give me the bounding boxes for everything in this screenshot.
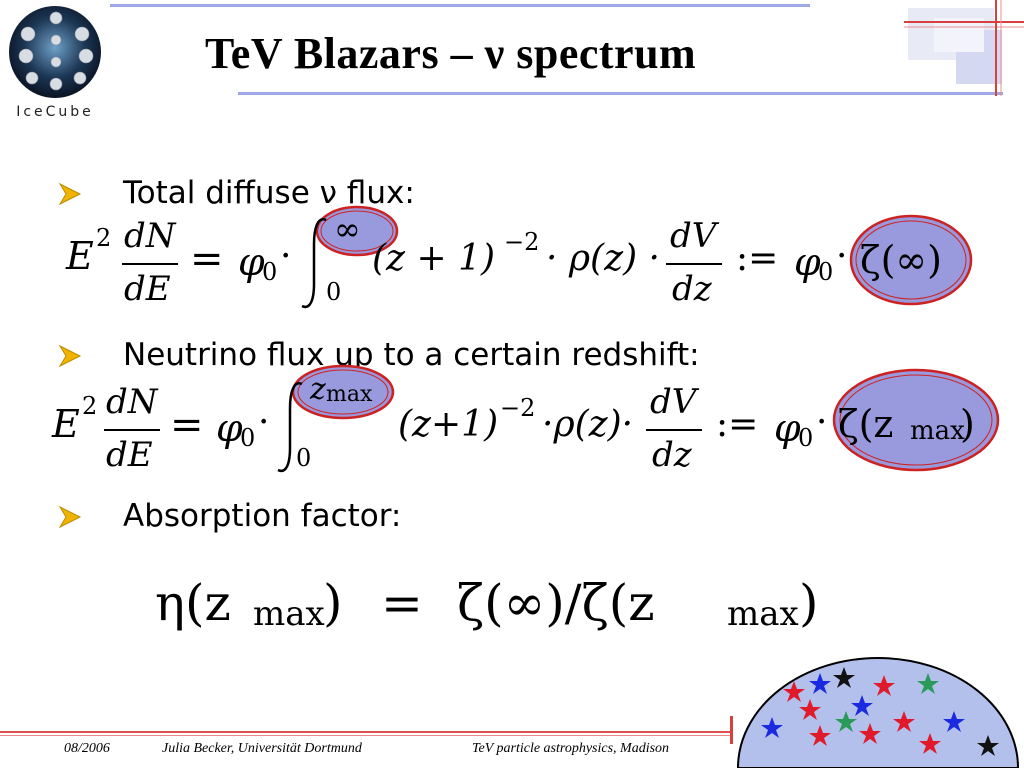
bullet-arrow-icon <box>58 344 82 368</box>
footer-event: TeV particle astrophysics, Madison <box>472 741 670 756</box>
eq2-lhs-exp: 2 <box>82 392 98 420</box>
eq2-int-upper-sub: max <box>326 382 373 407</box>
eq1-lhs-e: E <box>66 234 94 278</box>
bullet-1-text: Total diffuse ν flux: <box>123 175 415 211</box>
eq2-phi-2-sub: 0 <box>798 424 814 452</box>
footer-vertical-mark <box>730 716 733 744</box>
eq2-integral-sign <box>277 382 303 473</box>
eq2-equals: = <box>170 402 204 448</box>
eq3-eta-sub: max <box>253 594 325 634</box>
star-icon <box>893 711 915 732</box>
star-icon <box>943 711 965 732</box>
page-title: TeV Blazars – ν spectrum <box>205 29 697 78</box>
eq2-zeta-sub: max <box>910 416 965 446</box>
eq2-fraction-bar-2 <box>646 429 702 431</box>
eq2-phi: φ <box>216 406 243 450</box>
eq2-int-lower: 0 <box>296 444 312 472</box>
eq3-equals: = <box>381 574 423 632</box>
bullet-arrow-icon <box>58 505 82 529</box>
bullet-2-text: Neutrino flux up to a certain redshift: <box>123 337 700 373</box>
eq1-dv: dV <box>670 216 717 256</box>
eq2-dn: dN <box>106 382 158 422</box>
eq2-dot-2: · <box>816 402 828 443</box>
eq1-equals: = <box>190 236 224 282</box>
star-icons <box>761 667 999 756</box>
icecube-logo <box>9 6 101 98</box>
eq2-lhs-e: E <box>52 402 80 446</box>
eq1-phi: φ <box>238 240 265 284</box>
eq2-de: dE <box>106 435 153 475</box>
header-top-line <box>110 4 810 7</box>
bullet-3-text: Absorption factor: <box>123 498 402 534</box>
eq1-factor: (z + 1) <box>372 238 496 279</box>
star-icon <box>873 675 895 696</box>
eq1-de: dE <box>124 269 171 309</box>
eq1-dot-2: · <box>836 236 848 277</box>
logo-text: IceCube <box>16 104 94 120</box>
eq1-int-lower: 0 <box>326 278 342 306</box>
eq2-dot: · <box>258 402 270 443</box>
eq1-fraction-bar-1 <box>122 263 178 265</box>
highlight-upper-limit <box>315 205 399 257</box>
eq2-factor: (z+1) <box>398 404 499 445</box>
highlight-zeta-infinity <box>849 214 973 306</box>
star-icon <box>809 673 831 694</box>
eq2-dz: dz <box>652 435 692 475</box>
footer-date: 08/2006 <box>64 741 110 756</box>
star-icon <box>851 695 873 716</box>
star-icon <box>761 717 783 738</box>
highlight-zeta-zmax <box>832 368 1000 472</box>
star-icon <box>835 711 857 732</box>
eq1-integral-sign <box>301 218 327 309</box>
eq2-fraction-bar-1 <box>104 429 160 431</box>
eq2-defeq: := <box>716 404 759 445</box>
universe-dome-illustration <box>736 657 1020 768</box>
eq3-eta: η(z <box>155 574 231 632</box>
eq2-zeta: ζ(z <box>838 402 894 446</box>
star-icon <box>783 681 805 702</box>
eq3-eta-close: ) <box>323 574 343 632</box>
eq1-rho: · ρ(z) · <box>546 238 660 279</box>
eq1-defeq: := <box>736 238 779 279</box>
footer-line <box>0 731 730 733</box>
eq1-dz: dz <box>672 269 712 309</box>
star-icon <box>859 723 881 744</box>
star-icon <box>809 725 831 746</box>
eq2-dv: dV <box>650 382 697 422</box>
eq1-lhs-exp: 2 <box>96 224 112 252</box>
eq1-dn: dN <box>124 216 176 256</box>
star-icon <box>833 667 855 688</box>
star-icon <box>917 673 939 694</box>
equation-redshift-flux: E 2 dN dE = φ 0 · z max 0 (z+1) −2 ·ρ(z)… <box>48 364 1008 476</box>
eq1-zeta: ζ(∞) <box>860 238 942 282</box>
eq1-factor-exp: −2 <box>504 228 540 256</box>
eq1-phi-2-sub: 0 <box>818 258 834 286</box>
equation-absorption-factor: η(z max ) = ζ(∞)/ζ(z max ) <box>155 574 875 644</box>
star-icon <box>919 733 941 754</box>
eq3-rhs: ζ(∞)/ζ(z <box>457 574 655 632</box>
eq3-rhs-sub: max <box>727 594 799 634</box>
title-underline <box>238 92 1003 95</box>
eq2-rho: ·ρ(z)· <box>542 404 634 445</box>
equation-total-flux: E 2 dN dE = φ 0 · ∞ 0 (z + 1) −2 · ρ(z) … <box>60 205 980 314</box>
eq1-phi-sub: 0 <box>262 258 278 286</box>
eq1-dot: · <box>280 236 292 277</box>
eq2-factor-exp: −2 <box>500 394 536 422</box>
eq2-phi-2: φ <box>774 406 801 450</box>
star-icon <box>799 699 821 720</box>
footer-line-thin <box>0 735 730 736</box>
eq2-zeta-close: ) <box>960 402 975 446</box>
eq2-int-upper: z <box>310 372 326 407</box>
bullet-arrow-icon <box>58 182 82 206</box>
eq1-int-upper: ∞ <box>334 210 361 248</box>
eq2-phi-sub: 0 <box>240 424 256 452</box>
eq3-rhs-close: ) <box>799 574 819 632</box>
footer-author: Julia Becker, Universität Dortmund <box>162 741 362 756</box>
eq1-phi-2: φ <box>794 240 821 284</box>
eq1-fraction-bar-2 <box>666 263 722 265</box>
corner-decoration <box>904 0 1024 96</box>
star-icon <box>977 735 999 756</box>
